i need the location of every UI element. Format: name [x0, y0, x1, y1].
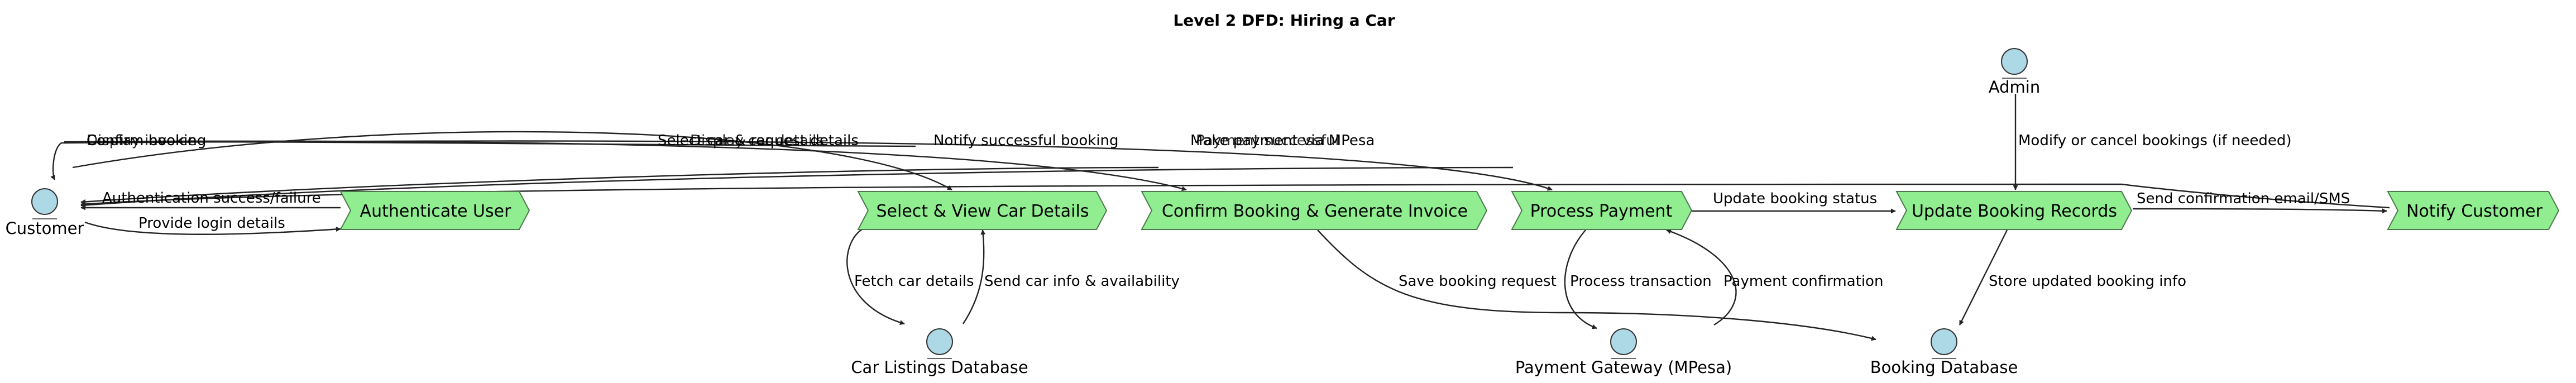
actor-customer[interactable]: Customer [6, 188, 84, 238]
process-update-booking-records-label: Update Booking Records [1912, 202, 2117, 221]
edge-process-transaction [1564, 229, 1597, 329]
label-display-details: Display car details [690, 132, 824, 149]
label-make-payment: Make payment via MPesa [1190, 132, 1375, 149]
label-modify-cancel: Modify or cancel bookings (if needed) [2018, 132, 2292, 149]
process-process-payment-label: Process Payment [1530, 202, 1673, 221]
actor-booking-db-label: Booking Database [1870, 358, 2018, 377]
edge-payment-confirmation [1666, 229, 1737, 326]
actor-admin-icon [2001, 48, 2028, 75]
label-select-car: Select car & request details [658, 132, 859, 149]
actor-payment-gateway-label: Payment Gateway (MPesa) [1515, 358, 1732, 377]
label-provide-login: Provide login details [138, 215, 285, 232]
edge-fetch-car [846, 228, 905, 325]
actor-payment-gateway[interactable]: Payment Gateway (MPesa) [1515, 328, 1732, 377]
label-payment-success: Payment successful [1196, 132, 1339, 149]
edge-save-booking [1317, 229, 1876, 341]
label-display-invoice: Display invoice [87, 132, 197, 149]
label-auth-result: Authentication success/failure [102, 190, 321, 207]
label-save-booking: Save booking request [1399, 273, 1557, 290]
process-process-payment[interactable]: Process Payment [1511, 191, 1693, 230]
edge-send-confirmation [2132, 208, 2387, 214]
edge-payment-success [80, 166, 1514, 208]
process-notify-customer[interactable]: Notify Customer [2387, 191, 2560, 230]
process-confirm-booking-label: Confirm Booking & Generate Invoice [1162, 202, 1468, 221]
label-fetch-car: Fetch car details [854, 273, 974, 290]
actor-customer-label: Customer [6, 219, 84, 238]
diagram-title: Level 2 DFD: Hiring a Car [1173, 11, 1395, 30]
edge-labels: Provide login details Authentication suc… [87, 132, 2350, 290]
label-store-updated: Store updated booking info [1989, 273, 2186, 290]
actor-admin[interactable]: Admin [1989, 48, 2040, 97]
actor-admin-label: Admin [1989, 78, 2040, 97]
label-payment-confirmation: Payment confirmation [1723, 273, 1883, 290]
edge-provide-login [84, 221, 341, 235]
actor-car-listings-db[interactable]: Car Listings Database [851, 328, 1028, 377]
process-notify-customer-label: Notify Customer [2406, 202, 2543, 221]
actor-booking-db-icon [1931, 328, 1957, 355]
edge-store-updated [1959, 229, 2008, 325]
process-authenticate-user[interactable]: Authenticate User [339, 191, 530, 230]
label-update-status: Update booking status [1713, 190, 1877, 207]
process-update-booking-records[interactable]: Update Booking Records [1895, 191, 2133, 230]
actor-payment-gateway-icon [1610, 328, 1637, 355]
processes: Authenticate User Select & View Car Deta… [339, 191, 2560, 230]
process-select-view-car-label: Select & View Car Details [877, 202, 1089, 221]
process-select-view-car[interactable]: Select & View Car Details [857, 191, 1108, 230]
edge-select-car [72, 131, 952, 191]
actor-booking-db[interactable]: Booking Database [1870, 328, 2018, 377]
process-authenticate-user-label: Authenticate User [360, 202, 512, 221]
label-confirm-booking: Confirm booking [87, 132, 206, 149]
edge-display-invoice [80, 166, 1159, 204]
label-process-transaction: Process transaction [1570, 273, 1712, 290]
edge-send-car-info [963, 229, 986, 324]
actors: Customer Admin Car Listings Database Pay… [6, 48, 2040, 377]
process-confirm-booking[interactable]: Confirm Booking & Generate Invoice [1141, 191, 1488, 230]
label-notify-booking: Notify successful booking [933, 132, 1119, 149]
actor-car-listings-db-label: Car Listings Database [851, 358, 1028, 377]
label-send-car-info: Send car info & availability [984, 273, 1180, 290]
actor-car-listings-db-icon [926, 328, 953, 355]
label-send-confirmation: Send confirmation email/SMS [2137, 190, 2350, 207]
actor-customer-icon [31, 188, 58, 215]
